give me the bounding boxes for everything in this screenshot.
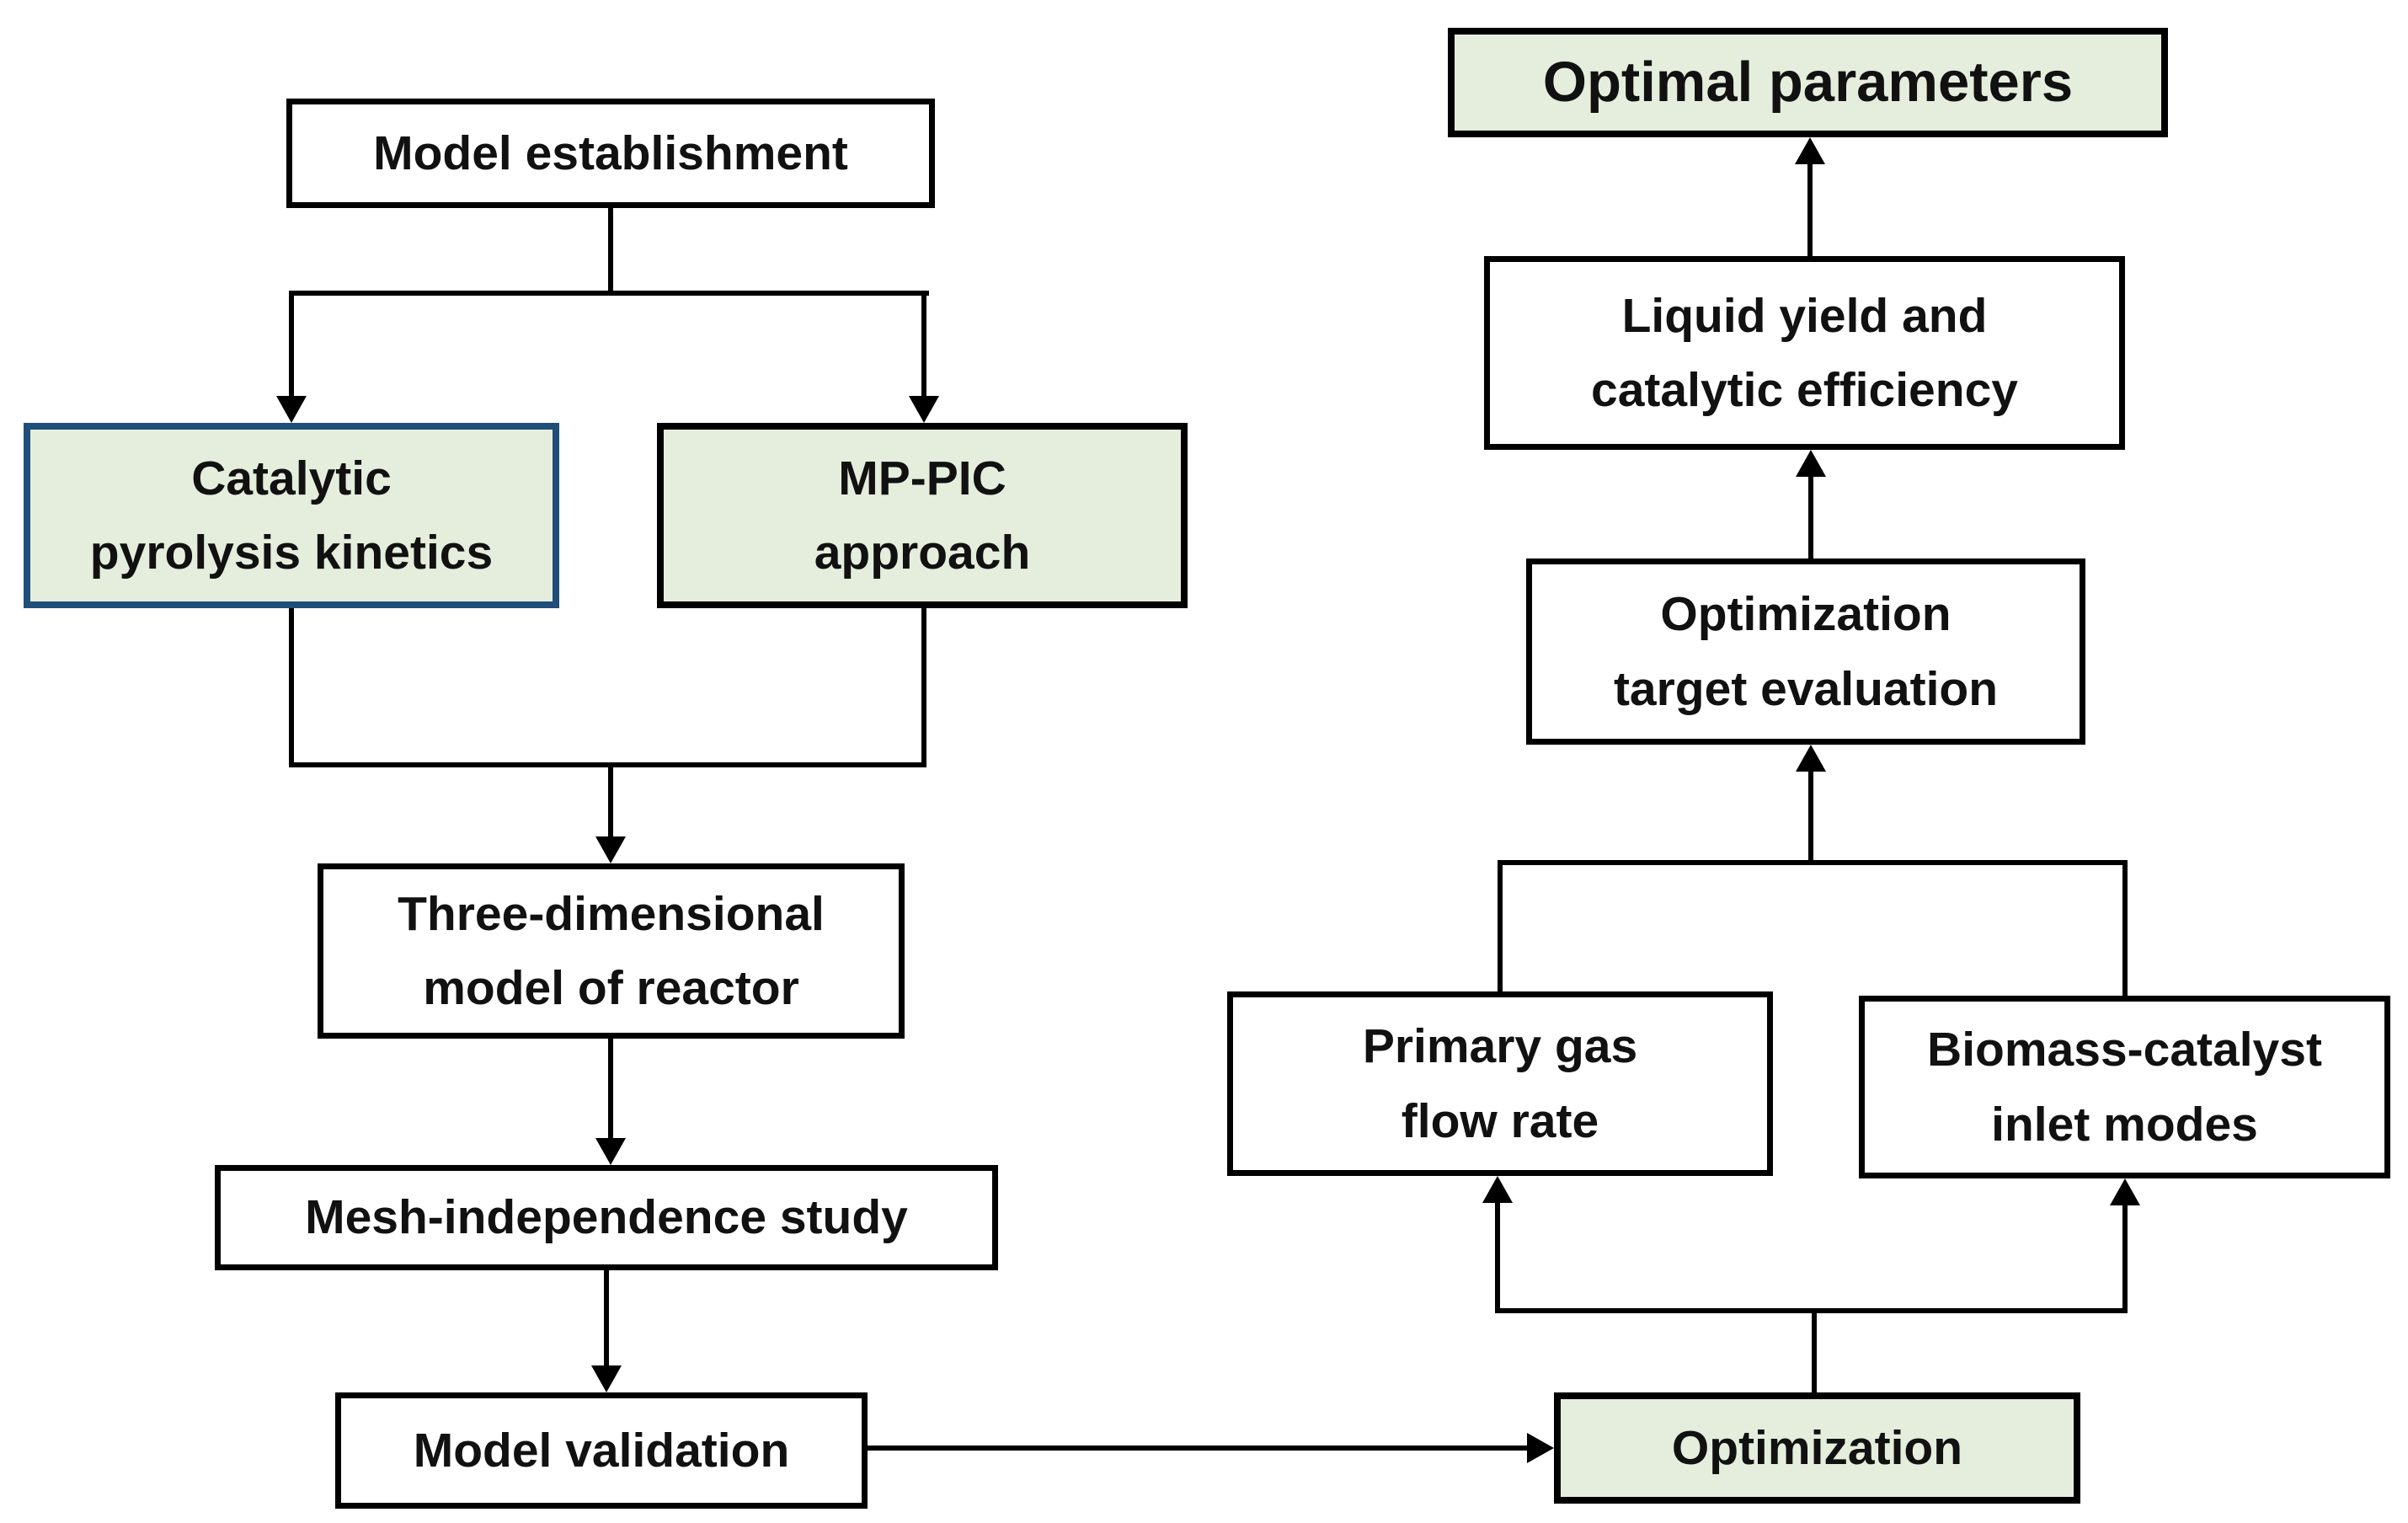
- node-model-establishment: Model establishment: [286, 99, 935, 208]
- arrowhead-into-primary-gas: [1482, 1176, 1513, 1203]
- connector-upper-branch-horizontal: [1498, 860, 2128, 865]
- node-liquid-yield-catalytic-efficiency: Liquid yield and catalytic efficiency: [1484, 256, 2125, 450]
- node-primary-gas-flow-rate: Primary gas flow rate: [1227, 991, 1773, 1176]
- node-biomass-catalyst-inlet-modes: Biomass-catalyst inlet modes: [1859, 996, 2390, 1178]
- node-mp-pic-approach: MP-PIC approach: [657, 423, 1188, 608]
- connector-mesh-to-validation: [604, 1270, 609, 1367]
- connector-liquid-to-optimal: [1807, 163, 1813, 256]
- connector-upper-branch-left-vertical: [1498, 860, 1503, 991]
- arrowhead-into-optimization: [1527, 1433, 1554, 1463]
- connector-split-left-vertical: [289, 291, 294, 398]
- connector-split-horizontal: [289, 291, 929, 296]
- connector-merge-stem: [608, 762, 613, 838]
- arrowhead-into-optimal: [1795, 137, 1825, 164]
- node-optimization-target-evaluation: Optimization target evaluation: [1526, 558, 2085, 745]
- connector-mppic-down: [921, 608, 926, 767]
- connector-model-stem: [608, 208, 613, 293]
- arrowhead-into-liquid: [1796, 450, 1826, 477]
- connector-upper-branch-right-vertical: [2122, 860, 2128, 996]
- node-optimal-parameters: Optimal parameters: [1448, 28, 2168, 137]
- connector-threed-to-mesh: [608, 1039, 613, 1140]
- arrowhead-into-biomass: [2110, 1178, 2140, 1205]
- arrowhead-into-target-evaluation: [1796, 745, 1826, 772]
- connector-lower-branch-right-vertical: [2122, 1204, 2128, 1311]
- arrowhead-into-mesh: [595, 1138, 626, 1165]
- connector-validation-to-optimization: [868, 1446, 1529, 1451]
- node-three-dimensional-model: Three-dimensional model of reactor: [318, 863, 905, 1039]
- connector-lower-branch-horizontal: [1495, 1308, 2128, 1313]
- node-catalytic-pyrolysis-kinetics: Catalytic pyrolysis kinetics: [24, 423, 559, 608]
- connector-catalytic-down: [289, 608, 294, 767]
- arrowhead-into-mppic: [909, 396, 939, 423]
- arrowhead-into-catalytic: [276, 396, 307, 423]
- node-model-validation: Model validation: [335, 1392, 868, 1509]
- connector-targeteval-to-liquid: [1808, 475, 1813, 558]
- connector-split-right-vertical: [921, 291, 926, 398]
- connector-merge-horizontal: [289, 762, 926, 767]
- arrowhead-into-validation: [591, 1365, 622, 1392]
- node-optimization: Optimization: [1554, 1392, 2080, 1504]
- connector-lower-branch-left-vertical: [1495, 1201, 1500, 1311]
- node-mesh-independence-study: Mesh-independence study: [215, 1165, 998, 1270]
- connector-optimization-stem-up: [1812, 1308, 1817, 1392]
- arrowhead-into-threed: [595, 836, 626, 863]
- connector-upper-branch-stem-up: [1808, 770, 1813, 863]
